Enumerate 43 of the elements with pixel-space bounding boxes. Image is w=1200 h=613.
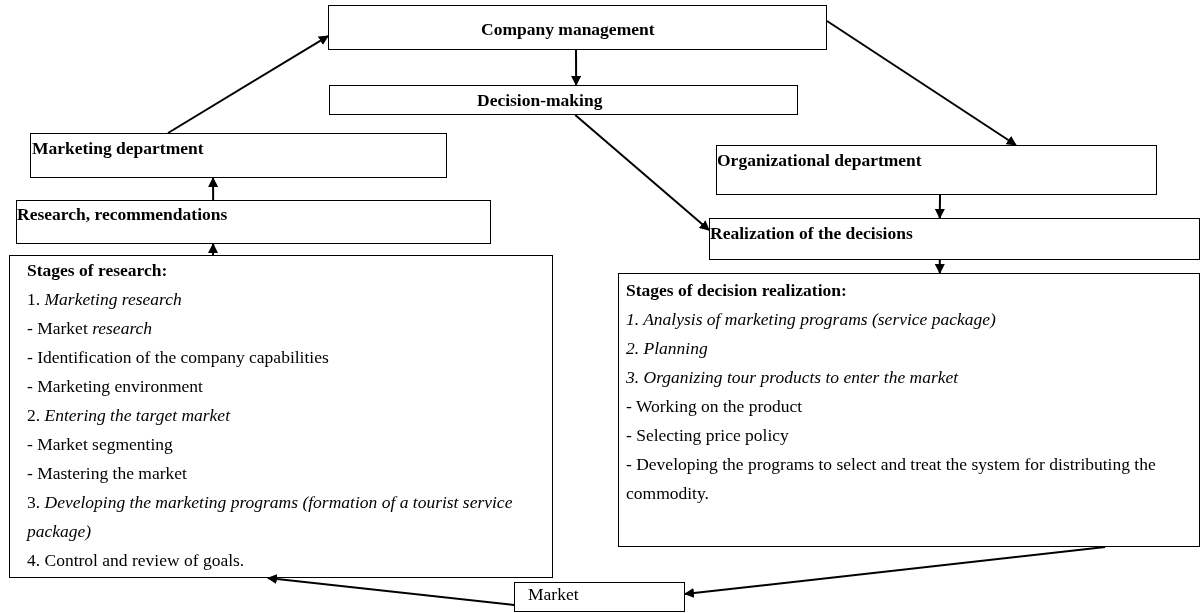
list-item: - Market research	[27, 317, 154, 340]
process-box	[30, 133, 447, 178]
box-label: Decision-making	[477, 89, 603, 111]
list-item: - Market segmenting	[27, 433, 174, 456]
list-item: 3. Developing the marketing programs (formation of a tourist service package)	[27, 491, 514, 543]
arrow	[574, 114, 710, 231]
box-label: Realization of the decisions	[710, 222, 913, 245]
box-label: Research, recommendations	[17, 203, 228, 226]
list-item: 1. Marketing research	[27, 288, 183, 311]
list-item: - Working on the product	[626, 395, 804, 418]
box-label: Company management	[481, 17, 655, 40]
arrow	[208, 177, 219, 201]
process-box	[709, 218, 1200, 260]
stages-box	[618, 273, 1200, 547]
process-box	[16, 200, 491, 244]
list-item: 2. Entering the target market	[27, 404, 232, 427]
list-item: 4. Control and review of goals.	[27, 549, 246, 572]
arrow	[208, 243, 218, 256]
box-label: Market	[528, 583, 579, 606]
list-item: 2. Planning	[626, 337, 709, 360]
arrow	[934, 194, 945, 219]
list-item: - Marketing environment	[27, 375, 204, 398]
process-box	[514, 582, 685, 612]
process-box	[328, 5, 827, 50]
process-box	[329, 85, 798, 115]
list-item: - Selecting price policy	[626, 424, 790, 447]
list-heading: Stages of decision realization:	[626, 279, 848, 302]
list-heading: Stages of research:	[27, 259, 169, 282]
arrow	[826, 20, 1017, 146]
arrow	[266, 574, 515, 606]
process-box	[716, 145, 1157, 195]
box-label: Organizational department	[717, 149, 922, 172]
stages-box	[9, 255, 553, 578]
list-item: 1. Analysis of marketing programs (service package)	[626, 308, 997, 331]
arrow	[684, 546, 1107, 598]
list-item: - Identification of the company capabilities	[27, 346, 330, 369]
arrow	[571, 49, 582, 86]
list-item: - Developing the programs to select and treat the system for distributing the commodity.	[626, 453, 1157, 505]
list-item: - Mastering the market	[27, 462, 188, 485]
box-label: Marketing department	[32, 137, 204, 160]
arrow	[167, 35, 329, 134]
arrow	[934, 259, 945, 274]
list-item: 3. Organizing tour products to enter the market	[626, 366, 960, 389]
